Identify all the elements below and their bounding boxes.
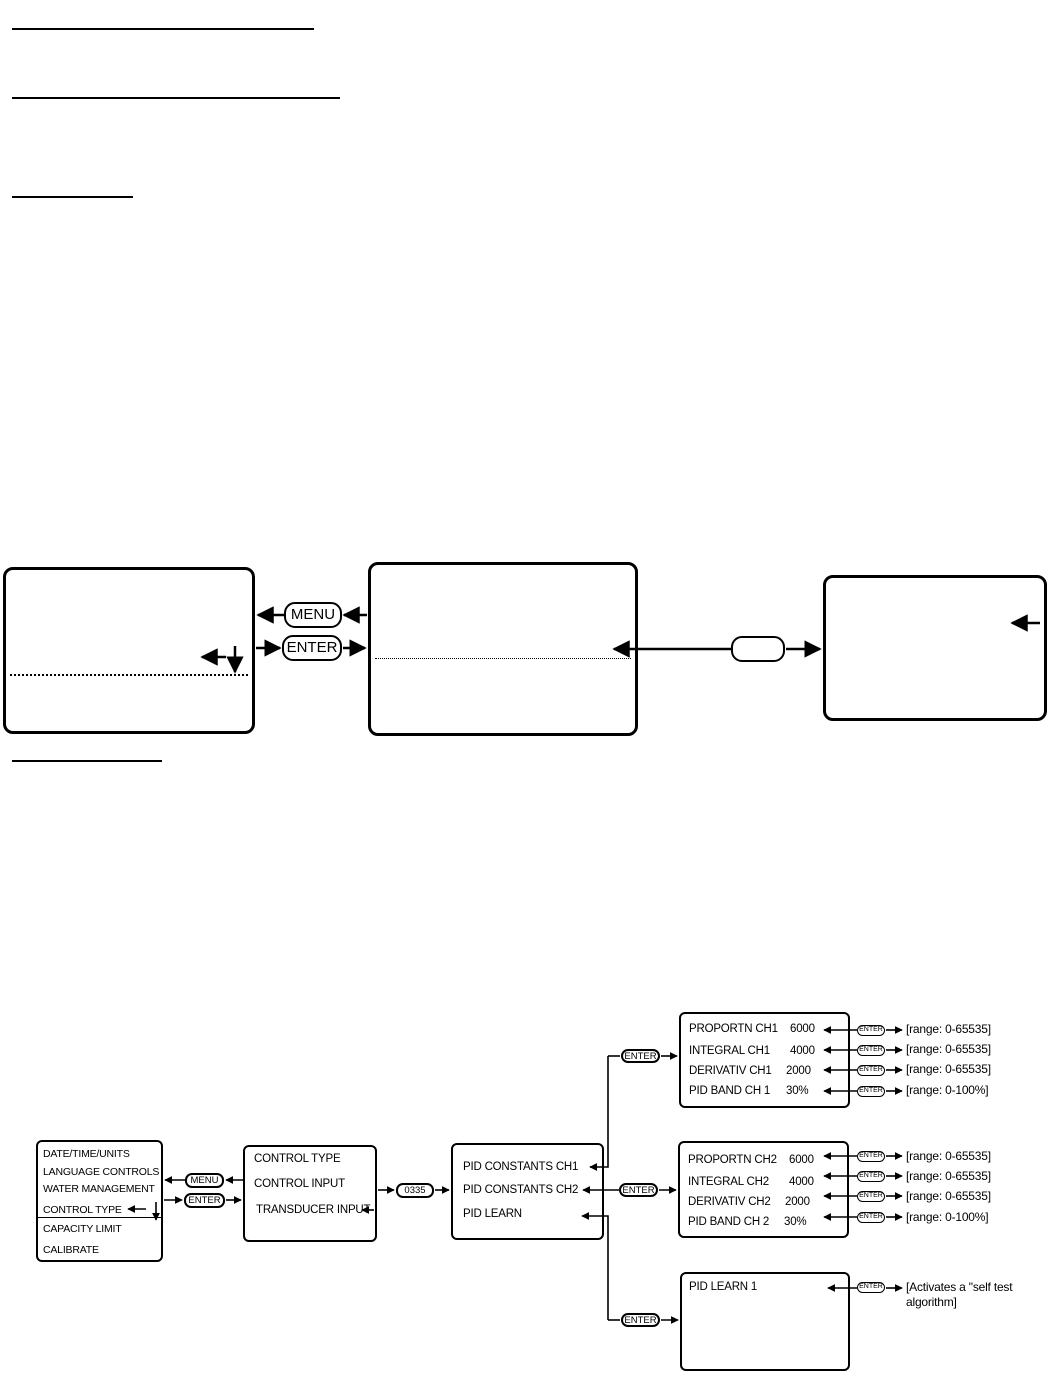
top-middle-screen-dotted-divider bbox=[375, 658, 631, 659]
enter-ch1-proportional-button[interactable]: ENTER bbox=[857, 1025, 885, 1036]
top-left-screen-dotted-divider bbox=[10, 674, 248, 676]
ch1-proportional-value[interactable]: 6000 bbox=[790, 1023, 815, 1035]
right-enter-arrows bbox=[823, 1026, 903, 1292]
pid-menu-screen bbox=[451, 1143, 604, 1240]
top-middle-screen bbox=[368, 562, 638, 736]
ch2-band-range: [range: 0-100%] bbox=[906, 1210, 989, 1224]
enter-ch2-proportional-button[interactable]: ENTER bbox=[857, 1151, 885, 1162]
enter-ch2-button[interactable]: ENTER bbox=[619, 1183, 658, 1197]
ch2-integral-range: [range: 0-65535] bbox=[906, 1169, 991, 1183]
enter-ch2-integral-button[interactable]: ENTER bbox=[857, 1171, 885, 1182]
enter-learn-button[interactable]: ENTER bbox=[621, 1313, 660, 1327]
enter-learn-confirm-button[interactable]: ENTER bbox=[857, 1282, 885, 1293]
code-0335-button[interactable]: 0335 bbox=[396, 1183, 434, 1198]
main-menu-item-capacity[interactable]: CAPACITY LIMIT bbox=[43, 1223, 122, 1235]
ch1-band-value[interactable]: 30% bbox=[786, 1085, 809, 1097]
ch1-derivative-value[interactable]: 2000 bbox=[786, 1065, 811, 1077]
control-menu-item-input[interactable]: CONTROL INPUT bbox=[254, 1178, 345, 1190]
main-menu-item-water[interactable]: WATER MANAGEMENT bbox=[43, 1183, 155, 1195]
top-right-screen bbox=[823, 575, 1047, 721]
ch2-derivative-label: DERIVATIV CH2 bbox=[688, 1196, 771, 1208]
ch1-constants-screen bbox=[679, 1012, 850, 1108]
ch1-band-range: [range: 0-100%] bbox=[906, 1083, 989, 1097]
ch1-band-label: PID BAND CH 1 bbox=[689, 1085, 771, 1097]
ch1-proportional-range: [range: 0-65535] bbox=[906, 1022, 991, 1036]
top-enter-button[interactable]: ENTER bbox=[282, 635, 342, 661]
enter-ch1-integral-button[interactable]: ENTER bbox=[857, 1045, 885, 1056]
ch2-proportional-label: PROPORTN CH2 bbox=[688, 1154, 777, 1166]
enter-ch2-derivative-button[interactable]: ENTER bbox=[857, 1191, 885, 1202]
pid-learn-screen bbox=[680, 1272, 850, 1371]
ch2-derivative-range: [range: 0-65535] bbox=[906, 1189, 991, 1203]
ch1-integral-label: INTEGRAL CH1 bbox=[689, 1045, 770, 1057]
ch2-proportional-value[interactable]: 6000 bbox=[789, 1154, 814, 1166]
pid-menu-item-ch1[interactable]: PID CONSTANTS CH1 bbox=[463, 1161, 579, 1173]
main-menu-divider bbox=[38, 1217, 161, 1218]
top-middle-button[interactable] bbox=[731, 636, 785, 662]
ch1-proportional-label: PROPORTN CH1 bbox=[689, 1023, 778, 1035]
learn-note-line2: algorithm] bbox=[906, 1295, 957, 1309]
ch1-derivative-range: [range: 0-65535] bbox=[906, 1062, 991, 1076]
ch1-integral-value[interactable]: 4000 bbox=[790, 1045, 815, 1057]
pid-menu-item-ch2[interactable]: PID CONSTANTS CH2 bbox=[463, 1184, 579, 1196]
learn-note-line1: [Activates a "self test bbox=[906, 1280, 1013, 1294]
enter-ch1-band-button[interactable]: ENTER bbox=[857, 1086, 885, 1097]
main-menu-item-control-type[interactable]: CONTROL TYPE bbox=[43, 1204, 122, 1216]
enter-ch1-button[interactable]: ENTER bbox=[621, 1049, 660, 1063]
ch2-integral-value[interactable]: 4000 bbox=[789, 1176, 814, 1188]
pid-learn-label[interactable]: PID LEARN 1 bbox=[689, 1281, 758, 1293]
control-menu-item-transducer[interactable]: TRANSDUCER INPUT bbox=[256, 1204, 371, 1216]
ch2-band-value[interactable]: 30% bbox=[784, 1216, 807, 1228]
pid-menu-item-learn[interactable]: PID LEARN bbox=[463, 1208, 522, 1220]
ch2-constants-screen bbox=[678, 1141, 849, 1238]
heading-rule-1 bbox=[12, 28, 314, 30]
ch1-integral-range: [range: 0-65535] bbox=[906, 1042, 991, 1056]
main-menu-screen bbox=[36, 1140, 163, 1262]
top-menu-button[interactable]: MENU bbox=[284, 602, 342, 628]
ch2-band-label: PID BAND CH 2 bbox=[688, 1216, 770, 1228]
ch1-derivative-label: DERIVATIV CH1 bbox=[689, 1065, 772, 1077]
enter-ch1-derivative-button[interactable]: ENTER bbox=[857, 1065, 885, 1076]
ch2-integral-label: INTEGRAL CH2 bbox=[688, 1176, 769, 1188]
bottom-enter-button[interactable]: ENTER bbox=[184, 1193, 225, 1208]
enter-ch2-band-button[interactable]: ENTER bbox=[857, 1212, 885, 1223]
main-menu-item-language[interactable]: LANGUAGE CONTROLS bbox=[43, 1166, 160, 1178]
control-menu-item-type[interactable]: CONTROL TYPE bbox=[254, 1153, 341, 1165]
heading-rule-4 bbox=[12, 760, 162, 762]
branch-ch1-line bbox=[589, 1056, 609, 1171]
bottom-menu-button[interactable]: MENU bbox=[185, 1173, 224, 1188]
control-menu-screen bbox=[243, 1145, 377, 1242]
heading-rule-2 bbox=[12, 97, 340, 99]
main-menu-item-date[interactable]: DATE/TIME/UNITS bbox=[43, 1148, 130, 1160]
ch2-proportional-range: [range: 0-65535] bbox=[906, 1149, 991, 1163]
heading-rule-3 bbox=[12, 196, 133, 198]
branch-learn-line bbox=[581, 1212, 609, 1320]
main-menu-item-calibrate[interactable]: CALIBRATE bbox=[43, 1244, 99, 1256]
ch2-derivative-value[interactable]: 2000 bbox=[785, 1196, 810, 1208]
